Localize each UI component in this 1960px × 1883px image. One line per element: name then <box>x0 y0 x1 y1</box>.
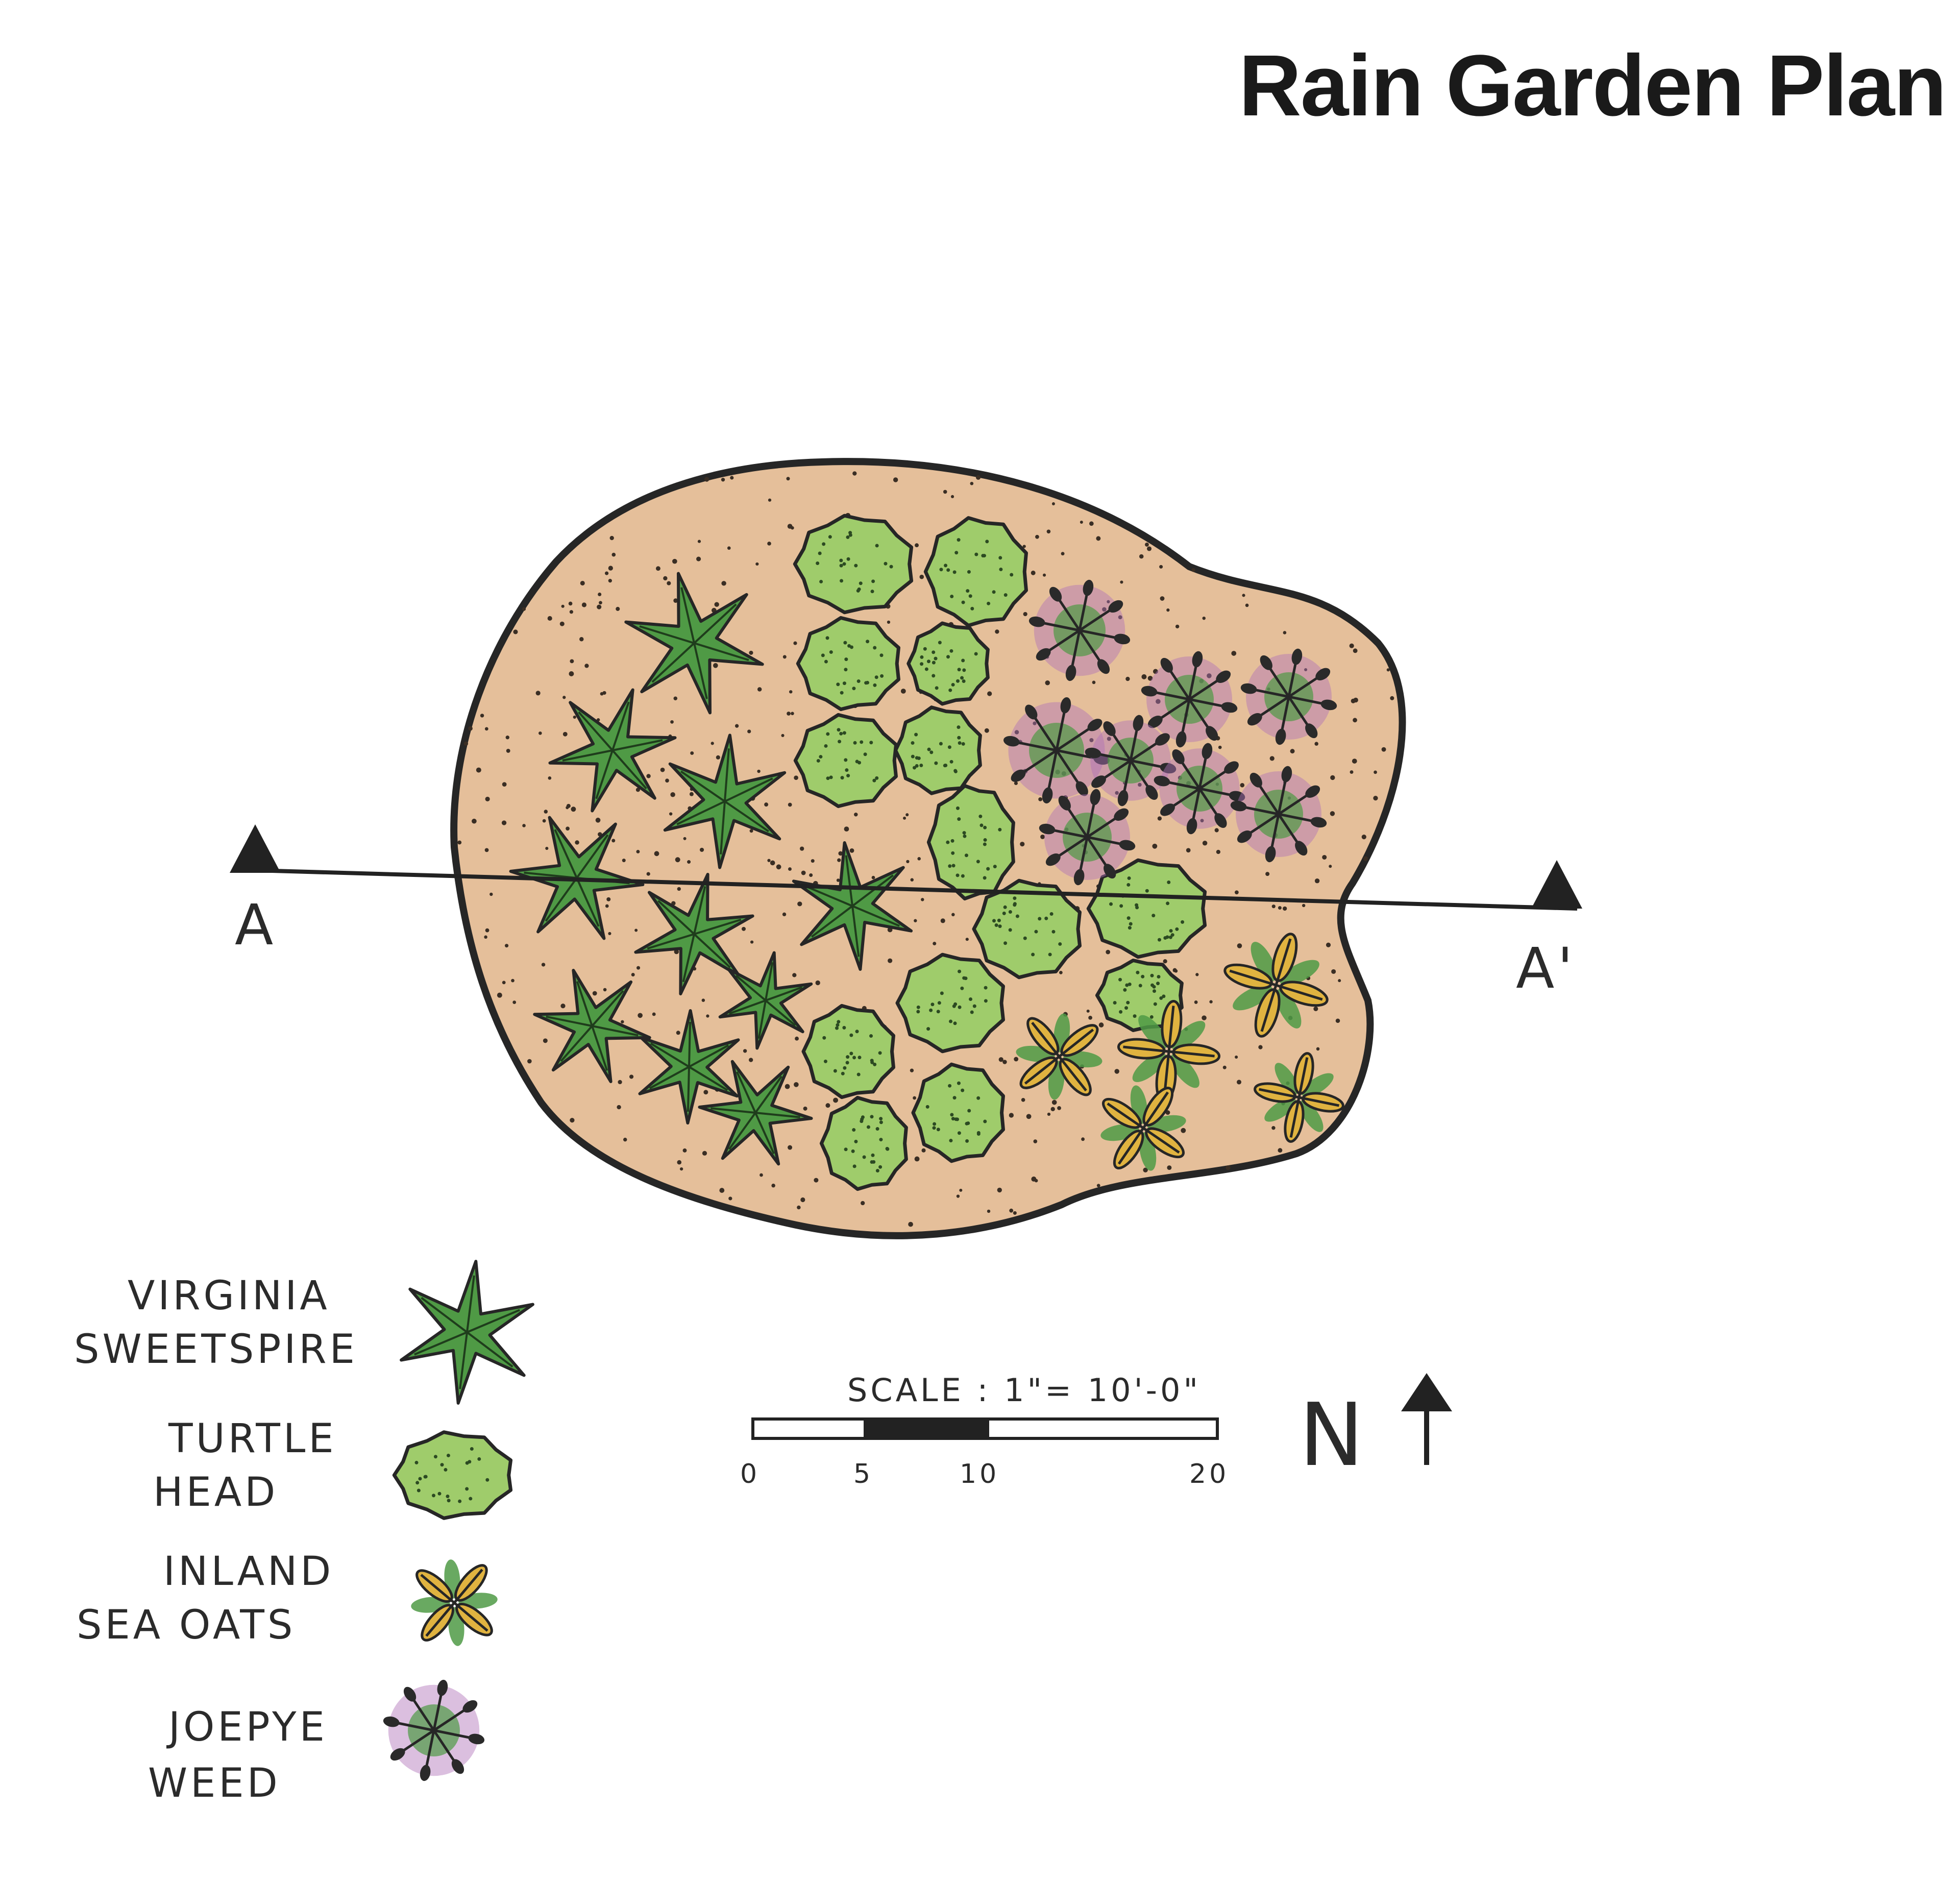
joepye-plant-icon <box>1039 789 1136 886</box>
seaoats-plant-icon <box>1254 1052 1344 1143</box>
north-arrow: N <box>1299 1373 1452 1486</box>
turtlehead-plant-icon <box>801 1004 895 1099</box>
seaoats-plant-icon <box>1223 933 1329 1038</box>
turtlehead-plant-icon <box>1086 858 1207 959</box>
page-title: Rain Garden Plan <box>1238 37 1947 134</box>
star-leaf-icon <box>400 1260 534 1405</box>
scale-tick-20: 20 <box>1189 1459 1229 1489</box>
legend-label-line2: HEAD <box>153 1470 278 1515</box>
turtlehead-plant-icon <box>923 516 1028 627</box>
turtlehead-plant-icon <box>793 513 914 615</box>
joepye-plant-icon <box>1028 579 1131 681</box>
section-marker-a-prime-icon <box>1531 860 1582 909</box>
legend-item-seaoats: INLAND SEA OATS <box>77 1549 498 1648</box>
turtlehead-plant-icon <box>392 1430 513 1520</box>
sweetspire-plant-icon <box>792 841 913 971</box>
spoke-flower-icon <box>383 1679 485 1781</box>
turtlehead-plant-icon <box>796 616 900 712</box>
legend-label-line1: TURTLE <box>168 1416 337 1462</box>
sweetspire-plant-icon <box>400 1260 534 1405</box>
seaoats-plant-icon <box>1100 1085 1186 1171</box>
seaoats-plantings <box>1016 933 1344 1171</box>
legend-label-line2: WEED <box>148 1760 281 1806</box>
sweetspire-plant-icon <box>548 688 677 813</box>
joepye-plant-icon <box>1141 651 1238 748</box>
joepye-plant-icon <box>1154 743 1245 835</box>
legend-label-line1: VIRGINIA <box>128 1273 330 1319</box>
joepye-plantings <box>1003 579 1337 886</box>
legend-label-line1: INLAND <box>163 1549 334 1595</box>
section-marker-a-icon <box>230 824 281 873</box>
section-label-a-prime: A' <box>1516 936 1576 1001</box>
turtlehead-plant-icon <box>926 784 1015 901</box>
sweetspire-plant-icon <box>698 1060 813 1166</box>
scale-tick-10: 10 <box>960 1459 999 1489</box>
joepye-plant-icon <box>383 1679 485 1781</box>
scale-label: SCALE : 1"= 10'-0" <box>847 1372 1201 1409</box>
seaoats-plant-icon <box>1016 1013 1102 1100</box>
turtlehead-plantings <box>793 513 1207 1191</box>
sweetspire-plant-icon <box>624 572 764 715</box>
legend-item-joepye: JOEPYE WEED <box>148 1679 485 1806</box>
legend-item-sweetspire: VIRGINIA SWEETSPIRE <box>74 1260 534 1405</box>
section-label-a: A <box>235 892 276 958</box>
legend-label-line1: JOEPYE <box>166 1704 328 1750</box>
turtlehead-plant-icon <box>819 1095 908 1191</box>
turtlehead-plant-icon <box>893 705 982 795</box>
turtlehead-plant-icon <box>972 878 1082 980</box>
seed-head-icon <box>411 1559 498 1646</box>
north-arrow-icon <box>1401 1373 1452 1411</box>
legend-label-line2: SEA OATS <box>77 1602 296 1648</box>
sweetspire-plant-icon <box>638 1009 740 1124</box>
sweetspire-plant-icon <box>663 733 787 869</box>
turtlehead-plant-icon <box>911 1062 1005 1163</box>
turtlehead-plant-icon <box>793 713 898 809</box>
joepye-plant-icon <box>1230 766 1327 863</box>
sweetspire-plant-icon <box>718 951 813 1050</box>
legend: VIRGINIA SWEETSPIRE TURTLE HEAD INLAND S… <box>74 1260 534 1806</box>
north-label: N <box>1299 1385 1367 1486</box>
legend-item-turtlehead: TURTLE HEAD <box>153 1416 513 1520</box>
joepye-plant-icon <box>1085 715 1177 806</box>
seaoats-plant-icon <box>411 1559 498 1646</box>
sweetspire-plant-icon <box>533 969 651 1083</box>
turtlehead-plant-icon <box>895 952 1005 1054</box>
joepye-plant-icon <box>1003 697 1110 804</box>
scale-tick-5: 5 <box>853 1459 873 1489</box>
joepye-plant-icon <box>1240 648 1337 745</box>
section-line: A A' <box>230 824 1582 1001</box>
scale-tick-0: 0 <box>740 1459 760 1489</box>
scale-bar: SCALE : 1"= 10'-0" 0 5 10 20 <box>740 1372 1229 1489</box>
turtlehead-plant-icon <box>906 621 990 706</box>
round-shrub-icon <box>392 1430 513 1520</box>
legend-label-line2: SWEETSPIRE <box>74 1327 358 1373</box>
